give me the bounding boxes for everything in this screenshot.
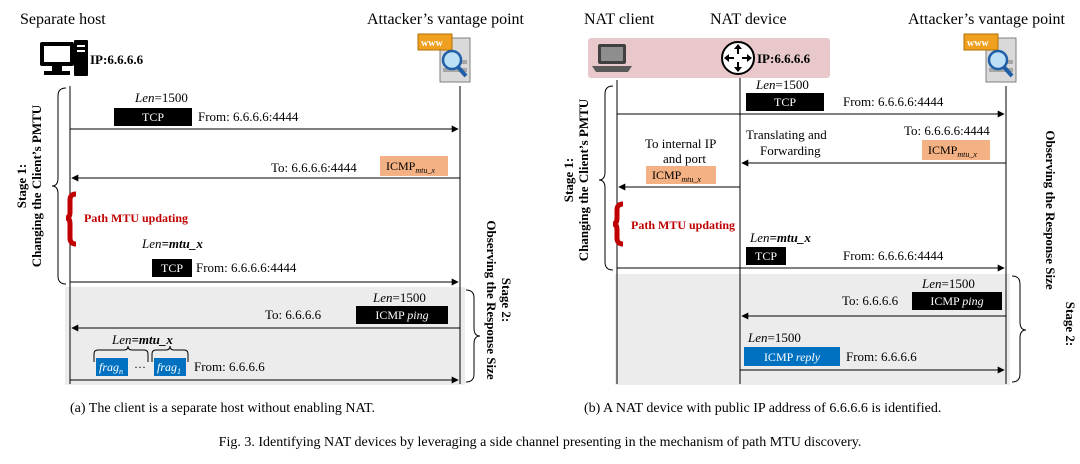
host-label: Separate host: [20, 11, 106, 28]
msg2-icmp-label: ICMPmtu_x: [928, 143, 977, 159]
stage1-subtitle: Changing the Client’s PMTU: [29, 104, 44, 267]
internal-icmp-label: ICMPmtu_x: [652, 168, 701, 184]
msg3-len: Len=mtu_x: [749, 230, 811, 245]
figure-caption: Fig. 3. Identifying NAT devices by lever…: [219, 435, 862, 450]
stage2-subtitle: Observing the Response Size: [484, 220, 499, 379]
internal-line2: and port: [663, 151, 706, 166]
nat-client-label: NAT client: [584, 11, 655, 28]
stage1-label: Stage 1: Changing the Client’s PMTU: [14, 104, 44, 267]
pmtu-brace-a: [65, 191, 77, 247]
attacker-label: Attacker’s vantage point: [908, 11, 1066, 28]
msg2-icmp-label: ICMPmtu_x: [386, 159, 435, 175]
stage2-brace: [1011, 275, 1027, 383]
stage2-title-label: Stage 2:: [1063, 302, 1078, 346]
frag-n-bracket: [93, 345, 149, 362]
pmtu-brace-b: [612, 201, 624, 247]
msg1-len: Len=1500: [755, 77, 809, 92]
msg3-tcp-label: TCP: [161, 261, 183, 275]
stage2-subtitle: Observing the Response Size: [1043, 130, 1058, 289]
ip-label: IP:6.6.6.6: [90, 52, 144, 67]
msg4-icmp-ping-box: [912, 292, 1002, 310]
msg5-len: Len=mtu_x: [111, 332, 173, 347]
msg5-len: Len=1500: [747, 330, 801, 345]
stage2-title: Stage 2:: [1063, 302, 1078, 346]
pmtu-update-label: Path MTU updating: [631, 218, 735, 232]
msg3-len: Len=mtu_x: [141, 236, 203, 251]
msg1-tcp-box: [114, 108, 192, 126]
stage1-title: Stage 1:: [561, 158, 576, 202]
svg-text:www: www: [967, 38, 989, 49]
web-server-icon: www: [963, 33, 1017, 83]
pmtu-update-label: Path MTU updating: [84, 211, 188, 225]
stage2-title: Stage 2:: [499, 278, 514, 322]
translate-line2: Forwarding: [760, 143, 821, 158]
stage1-label: Stage 1: Changing the Client’s PMTU: [561, 98, 591, 261]
msg5-icmp-reply-label: ICMP reply: [764, 350, 821, 364]
stage2-label: Observing the Response Size: [1043, 130, 1058, 289]
msg5-icmp-reply-box: [744, 347, 840, 366]
stage1-subtitle: Changing the Client’s PMTU: [576, 98, 591, 261]
msg1-tcp-label: TCP: [774, 95, 796, 109]
msg4-len: Len=1500: [921, 276, 975, 291]
stage2-background: [65, 287, 465, 385]
msg1-tcp-box: [746, 93, 824, 111]
msg3-tcp-box: [152, 259, 192, 277]
frag-dots: ···: [134, 360, 146, 374]
nat-device-label: NAT device: [710, 11, 787, 28]
frag-n-box: [96, 358, 128, 376]
panel-a: Separate host Attacker’s vantage point I…: [14, 11, 525, 416]
stage1-brace: [51, 87, 67, 285]
panel-b: NAT client NAT device Attacker’s vantage…: [561, 11, 1078, 416]
attacker-label: Attacker’s vantage point: [367, 11, 525, 28]
stage1-brace: [598, 85, 614, 271]
frag-n-label: fragn: [99, 360, 123, 376]
msg1-from: From: 6.6.6.6:4444: [843, 94, 944, 109]
stage1-title: Stage 1:: [14, 164, 29, 208]
msg1-len: Len=1500: [134, 90, 188, 105]
msg3-from: From: 6.6.6.6:4444: [196, 260, 297, 275]
msg3-tcp-label: TCP: [755, 249, 777, 263]
translate-line1: Translating and: [746, 127, 827, 142]
msg4-icmp-ping-label: ICMP ping: [375, 308, 428, 322]
nat-background: [588, 38, 830, 78]
router-icon: [721, 41, 755, 75]
msg1-tcp-label: TCP: [142, 110, 164, 124]
msg4-len: Len=1500: [372, 290, 426, 305]
msg2-icmp-box: [922, 140, 990, 160]
internal-icmp-box: [646, 166, 716, 184]
msg4-to: To: 6.6.6.6: [842, 293, 899, 308]
msg4-icmp-ping-label: ICMP ping: [930, 294, 983, 308]
stage2-brace: [465, 289, 481, 383]
msg4-to: To: 6.6.6.6: [265, 307, 322, 322]
web-server-icon: www: [417, 33, 471, 83]
msg3-tcp-box: [746, 247, 786, 265]
frag-1-label: frag1: [157, 360, 181, 376]
msg2-to: To: 6.6.6.6:4444: [904, 123, 990, 138]
msg5-from: From: 6.6.6.6: [846, 349, 917, 364]
ip-label: IP:6.6.6.6: [757, 51, 811, 66]
frag-1-box: [154, 358, 186, 376]
stage2-label: Stage 2: Observing the Response Size: [484, 220, 514, 379]
msg2-icmp-box: [380, 156, 448, 176]
msg4-icmp-ping-box: [356, 306, 448, 324]
msg2-to: To: 6.6.6.6:4444: [271, 160, 357, 175]
msg5-from: From: 6.6.6.6: [194, 359, 265, 374]
desktop-computer-icon: [40, 40, 88, 76]
caption-b: (b) A NAT device with public IP address …: [584, 401, 941, 416]
frag-1-bracket: [151, 345, 189, 362]
laptop-icon: [592, 44, 632, 72]
msg3-from: From: 6.6.6.6:4444: [843, 248, 944, 263]
caption-a: (a) The client is a separate host withou…: [70, 401, 375, 416]
svg-text:www: www: [421, 38, 443, 49]
internal-line1: To internal IP: [645, 136, 716, 151]
msg1-from: From: 6.6.6.6:4444: [198, 109, 299, 124]
